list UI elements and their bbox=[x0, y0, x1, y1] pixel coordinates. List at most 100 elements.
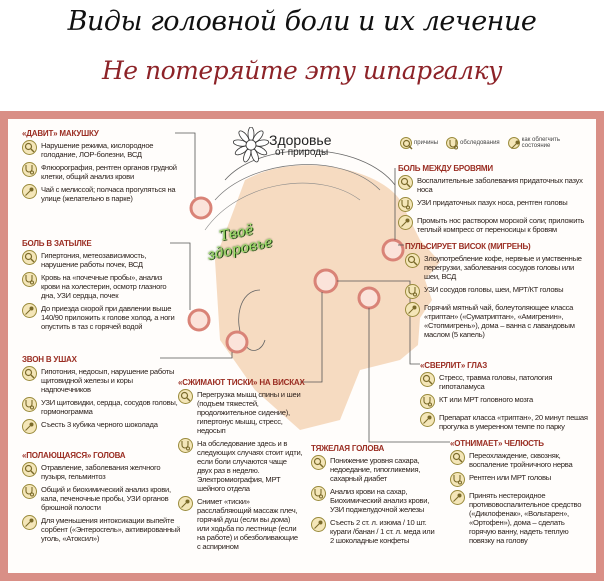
list-item: Гипотония, недосып, нарушение работы щит… bbox=[22, 366, 182, 394]
list-item: Стресс, травма головы, патология гипотал… bbox=[420, 372, 590, 391]
pin-icon bbox=[178, 496, 193, 511]
list-item: Анализ крови на сахар, Биохимический ана… bbox=[311, 486, 436, 514]
magnifier-icon bbox=[22, 462, 37, 477]
list-item: Для уменьшения интоксикации выпейте сорб… bbox=[22, 515, 182, 543]
title: Виды головной боли и их лечение bbox=[67, 6, 537, 37]
magnifier-icon bbox=[22, 250, 37, 265]
stethoscope-icon bbox=[420, 394, 435, 409]
item-text: Гипотония, недосып, нарушение работы щит… bbox=[41, 367, 175, 394]
subtitle: Не потеряйте эту шпаргалку bbox=[101, 56, 503, 85]
item-text: Нарушение режима, кислородное голодание,… bbox=[41, 141, 154, 159]
item-text: Злоупотребление кофе, нервные и умственн… bbox=[424, 254, 582, 281]
item-text: Принять нестероидное противовоспалительн… bbox=[469, 491, 582, 545]
item-text: Понижение уровня сахара, недоедание, гип… bbox=[330, 456, 421, 483]
item-text: Снимет «тиски» расслабляющий массаж плеч… bbox=[197, 497, 298, 551]
section-zatylok: БОЛЬ В ЗАТЫЛКЕ Гипертония, метеозависимос… bbox=[22, 239, 177, 335]
item-text: Гипертония, метеозависимость, нарушение … bbox=[41, 251, 147, 269]
daisy-icon bbox=[233, 127, 269, 163]
item-text: КТ или МРТ головного мозга bbox=[439, 395, 533, 404]
list-item: Чай с мелиссой; полчаса прогуляться на у… bbox=[22, 184, 177, 203]
list-item: Снимет «тиски» расслабляющий массаж плеч… bbox=[178, 496, 303, 551]
section-header: ЗВОН В УШАХ bbox=[22, 355, 77, 364]
list-item: Промыть нос раствором морской соли; прил… bbox=[398, 215, 588, 234]
item-text: Чай с мелиссой; полчаса прогуляться на у… bbox=[41, 185, 176, 203]
pin-icon bbox=[22, 515, 37, 530]
item-text: Кровь на «почечные пробы», анализ крови … bbox=[41, 273, 167, 300]
section-chel: «ОТНИМАЕТ» ЧЕЛЮСТЬ Переохлаждение, сквозн… bbox=[450, 439, 590, 549]
pin-icon bbox=[22, 303, 37, 318]
item-text: УЗИ сосудов головы, шеи, МРТ/КТ головы bbox=[424, 285, 564, 294]
list-item: Горячий мятный чай, болеутоляющее класса… bbox=[405, 302, 590, 339]
pin-icon bbox=[22, 184, 37, 199]
item-text: Съесть 2 ст. л. изюма / 10 шт. кураги /б… bbox=[330, 518, 435, 545]
pin-icon bbox=[22, 419, 37, 434]
legend-label: причины bbox=[414, 140, 439, 146]
list-item: КТ или МРТ головного мозга bbox=[420, 394, 590, 409]
list-item: Съесть 3 кубика черного шоколада bbox=[22, 419, 182, 434]
section-tiski: «СЖИМАЮТ ТИСКИ» НА ВИСКАХ Перегрузка мышц… bbox=[178, 378, 305, 555]
magnifier-icon bbox=[22, 366, 37, 381]
item-text: Съесть 3 кубика черного шоколада bbox=[41, 420, 158, 429]
section-header: БОЛЬ В ЗАТЫЛКЕ bbox=[22, 239, 92, 248]
stethoscope-icon bbox=[398, 197, 413, 212]
list-item: Гипертония, метеозависимость, нарушение … bbox=[22, 250, 177, 269]
section-header: «ОТНИМАЕТ» ЧЕЛЮСТЬ bbox=[450, 439, 544, 448]
pin-icon bbox=[405, 302, 420, 317]
item-text: Воспалительные заболевания придаточных п… bbox=[417, 176, 583, 194]
item-text: Стресс, травма головы, патология гипотал… bbox=[439, 373, 553, 391]
item-text: Переохлаждение, сквозняк, воспаление тро… bbox=[469, 451, 573, 469]
item-text: Промыть нос раствором морской соли; прил… bbox=[417, 216, 585, 234]
item-text: Флюорография, рентген органов грудной кл… bbox=[41, 163, 177, 181]
list-item: УЗИ щитовидки, сердца, сосудов головы, г… bbox=[22, 397, 182, 416]
magnifier-icon bbox=[420, 372, 435, 387]
item-text: Препарат класса «триптан», 20 минут пеша… bbox=[439, 413, 588, 431]
item-text: Для уменьшения интоксикации выпейте сорб… bbox=[41, 516, 181, 543]
item-text: Горячий мятный чай, болеутоляющее класса… bbox=[424, 303, 575, 339]
pin-icon bbox=[507, 136, 520, 149]
list-item: УЗИ сосудов головы, шеи, МРТ/КТ головы bbox=[405, 284, 590, 299]
stethoscope-icon bbox=[22, 397, 37, 412]
section-glaz: «СВЕРЛИТ» ГЛАЗ Стресс, травма головы, пат… bbox=[420, 361, 590, 435]
legend-item: причины bbox=[400, 136, 439, 149]
section-header: «СВЕРЛИТ» ГЛАЗ bbox=[420, 361, 488, 370]
list-item: Флюорография, рентген органов грудной кл… bbox=[22, 162, 177, 181]
item-text: На обследование здесь и в следующих случ… bbox=[197, 439, 303, 493]
logo-line2: от природы bbox=[275, 146, 329, 158]
list-item: УЗИ придаточных пазух носа, рентген голо… bbox=[398, 197, 588, 212]
section-header: «ПОЛАЮЩАЯСЯ» ГОЛОВА bbox=[22, 451, 126, 460]
stethoscope-icon bbox=[450, 472, 465, 487]
item-text: Рентген или МРТ головы bbox=[469, 473, 551, 482]
list-item: Нарушение режима, кислородное голодание,… bbox=[22, 140, 177, 159]
stethoscope-icon bbox=[405, 284, 420, 299]
list-item: Препарат класса «триптан», 20 минут пеша… bbox=[420, 412, 590, 431]
list-item: Перегрузка мышц спины и шеи (подъем тяже… bbox=[178, 389, 303, 435]
stethoscope-icon bbox=[22, 162, 37, 177]
magnifier-icon bbox=[400, 136, 413, 149]
item-text: УЗИ придаточных пазух носа, рентген голо… bbox=[417, 198, 568, 207]
list-item: Воспалительные заболевания придаточных п… bbox=[398, 175, 588, 194]
stethoscope-icon bbox=[22, 272, 37, 287]
stethoscope-icon bbox=[178, 438, 193, 453]
stethoscope-icon bbox=[22, 484, 37, 499]
logo: Здоровье от природы bbox=[233, 127, 332, 163]
legend-label: обследования bbox=[460, 140, 500, 146]
list-item: Переохлаждение, сквозняк, воспаление тро… bbox=[450, 450, 590, 469]
pin-icon bbox=[420, 412, 435, 427]
list-item: Понижение уровня сахара, недоедание, гип… bbox=[311, 455, 436, 483]
section-header: «СЖИМАЮТ ТИСКИ» НА ВИСКАХ bbox=[178, 378, 305, 387]
item-text: Общий и биохимический анализ крови, кала… bbox=[41, 485, 171, 512]
pin-icon bbox=[450, 490, 465, 505]
magnifier-icon bbox=[398, 175, 413, 190]
stethoscope-icon bbox=[311, 486, 326, 501]
magnifier-icon bbox=[178, 389, 193, 404]
section-zvon: ЗВОН В УШАХ Гипотония, недосып, нарушение… bbox=[22, 355, 182, 438]
list-item: Рентген или МРТ головы bbox=[450, 472, 590, 487]
pin-icon bbox=[398, 215, 413, 230]
list-item: На обследование здесь и в следующих случ… bbox=[178, 438, 303, 493]
item-text: УЗИ щитовидки, сердца, сосудов головы, г… bbox=[41, 398, 178, 416]
list-item: Съесть 2 ст. л. изюма / 10 шт. кураги /б… bbox=[311, 517, 436, 545]
